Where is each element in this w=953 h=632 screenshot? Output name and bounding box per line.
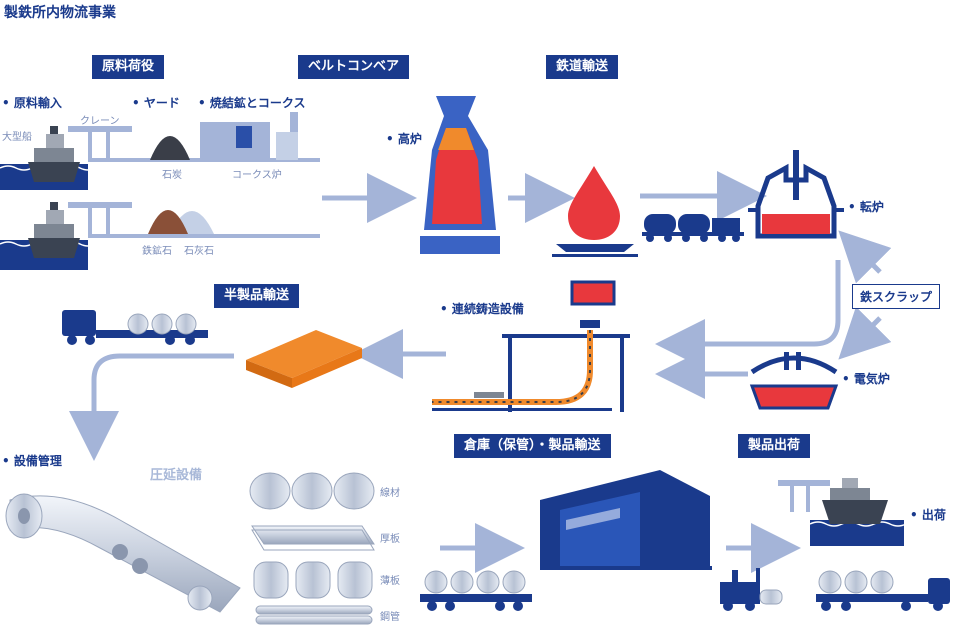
coal-pile [150, 136, 190, 160]
ship-shipping [778, 478, 907, 546]
stage-belt-conveyor: ベルトコンベア [298, 55, 410, 79]
label-ship-out: • 出荷 [910, 508, 946, 522]
stage-warehouse: 倉庫（保管）・製品輸送 [454, 434, 611, 458]
product-steel-pipe [255, 605, 373, 625]
label-converter: • 転炉 [848, 200, 884, 214]
label-crane: クレーン [80, 116, 120, 127]
label-rolling: 圧延設備 [150, 468, 203, 483]
ship-upper [0, 126, 97, 190]
label-blast-furnace: • 高炉 [386, 132, 422, 146]
torpedo-train [642, 214, 744, 242]
label-raw-import: • 原料輸入 [2, 96, 62, 110]
slab [246, 330, 362, 388]
arrow-scrap-up [838, 230, 892, 284]
label-coke-oven: コークス炉 [232, 170, 282, 181]
arrow-scrap-down [838, 306, 892, 360]
product-thick-plate [251, 525, 375, 551]
rolling-mill [5, 493, 241, 613]
label-wire: 線材 [380, 488, 400, 499]
continuous-caster [432, 280, 630, 412]
blast-furnace [420, 96, 500, 254]
label-yard: • ヤード [132, 96, 180, 110]
arrow-converter-to-casting [655, 260, 841, 369]
warehouse [540, 470, 712, 570]
label-scrap: 鉄スクラップ [852, 284, 941, 309]
coke-oven [200, 112, 298, 160]
electric-furnace [749, 352, 839, 410]
label-thin-plate: 薄板 [380, 576, 400, 587]
ship-lower [0, 202, 97, 270]
label-sinter-coke: • 焼結鉱とコークス [198, 96, 306, 110]
crane-lower [68, 202, 320, 238]
label-limestone: 石灰石 [184, 246, 214, 257]
product-thin-plate [253, 561, 373, 599]
label-steel-pipe: 鋼管 [380, 612, 400, 623]
coil-truck-left [62, 310, 208, 345]
stage-semi-product: 半製品輸送 [214, 284, 300, 308]
ore-piles [148, 210, 214, 234]
stage-rail: 鉄道輸送 [546, 55, 619, 79]
product-wire [249, 472, 375, 510]
converter [748, 150, 844, 239]
coil-truck-right [816, 570, 950, 611]
label-equipment-mgmt: • 設備管理 [2, 454, 62, 468]
stage-shipping: 製品出荷 [738, 434, 811, 458]
stage-raw-handling: 原料荷役 [92, 55, 165, 79]
arrow-to-rolling [69, 353, 234, 461]
label-thick-plate: 厚板 [380, 534, 400, 545]
coil-truck-middle [420, 570, 532, 611]
label-large-ship: 大型船 [2, 132, 32, 143]
label-iron-ore: 鉄鉱石 [142, 246, 172, 257]
forklift [720, 568, 783, 611]
page-title: 製鉄所内物流事業 [4, 5, 116, 21]
molten-drop [552, 166, 638, 257]
label-electric-furnace: • 電気炉 [842, 372, 890, 386]
label-continuous-casting: • 連続鋳造設備 [440, 302, 524, 316]
label-coal: 石炭 [162, 170, 182, 181]
